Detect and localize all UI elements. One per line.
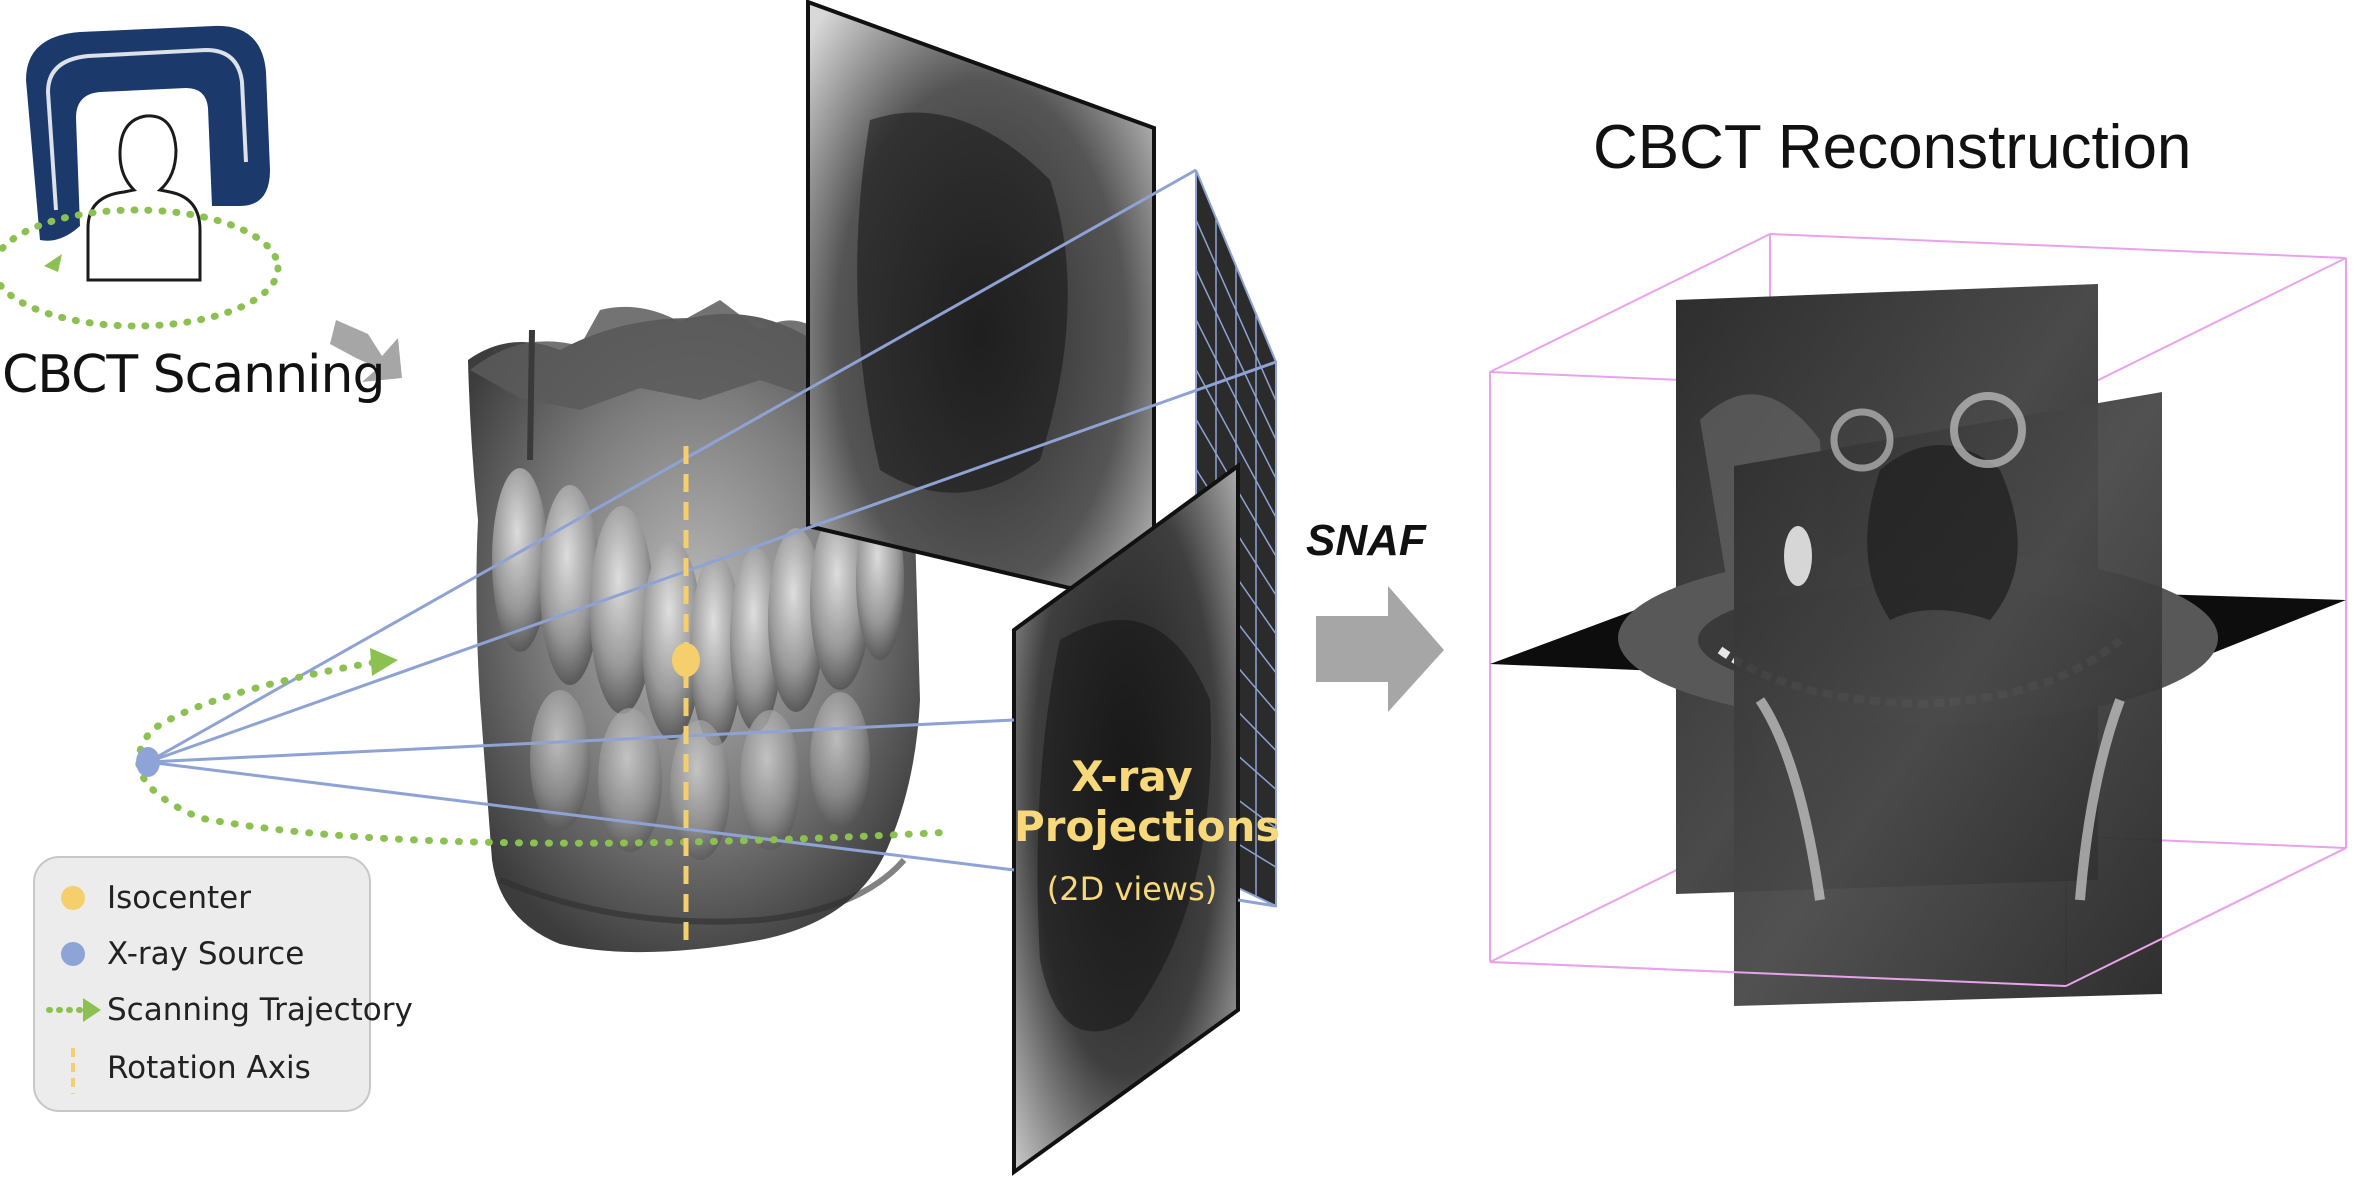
teeth bbox=[492, 468, 904, 860]
legend-label-xray-source: X-ray Source bbox=[107, 936, 305, 972]
projection-panel-upper bbox=[806, 0, 1156, 611]
legend-label-rotation-axis: Rotation Axis bbox=[107, 1050, 311, 1086]
yellow-dot-icon bbox=[61, 886, 85, 910]
xray-source-marker bbox=[136, 747, 160, 777]
detector-grid-line bbox=[1195, 319, 1277, 479]
snaf-method-label: SNAF bbox=[1306, 516, 1426, 565]
legend-label-isocenter: Isocenter bbox=[107, 880, 251, 916]
detector-grid-line bbox=[1195, 219, 1277, 402]
projection-panel-lower bbox=[1012, 462, 1240, 1176]
detector-grid-line bbox=[1195, 369, 1277, 518]
trajectory-arrowhead bbox=[370, 648, 398, 676]
cbct-scanning-label: CBCT Scanning bbox=[2, 345, 385, 405]
snaf-arrow bbox=[1316, 586, 1444, 712]
isocenter-marker bbox=[672, 643, 700, 677]
gray-arrow-to-jaw bbox=[330, 320, 402, 382]
ct-reconstruction-volume bbox=[1489, 232, 2347, 1006]
legend-markers bbox=[46, 886, 101, 1094]
xray-projections-sublabel: (2D views) bbox=[1046, 870, 1218, 908]
legend-label-scanning-trajectory: Scanning Trajectory bbox=[107, 992, 413, 1028]
detector-grid-line bbox=[1195, 269, 1277, 441]
legend-box: Isocenter X-ray Source Scanning Trajecto… bbox=[33, 856, 413, 1112]
cbct-scanner-icon bbox=[0, 25, 282, 330]
cbct-reconstruction-title: CBCT Reconstruction bbox=[1593, 113, 2192, 182]
blue-dot-icon bbox=[61, 942, 85, 966]
xray-beams bbox=[147, 168, 1277, 908]
dotted-arrow-icon bbox=[46, 998, 101, 1022]
xray-projections-label: X-ray Projections bbox=[1014, 752, 1281, 851]
